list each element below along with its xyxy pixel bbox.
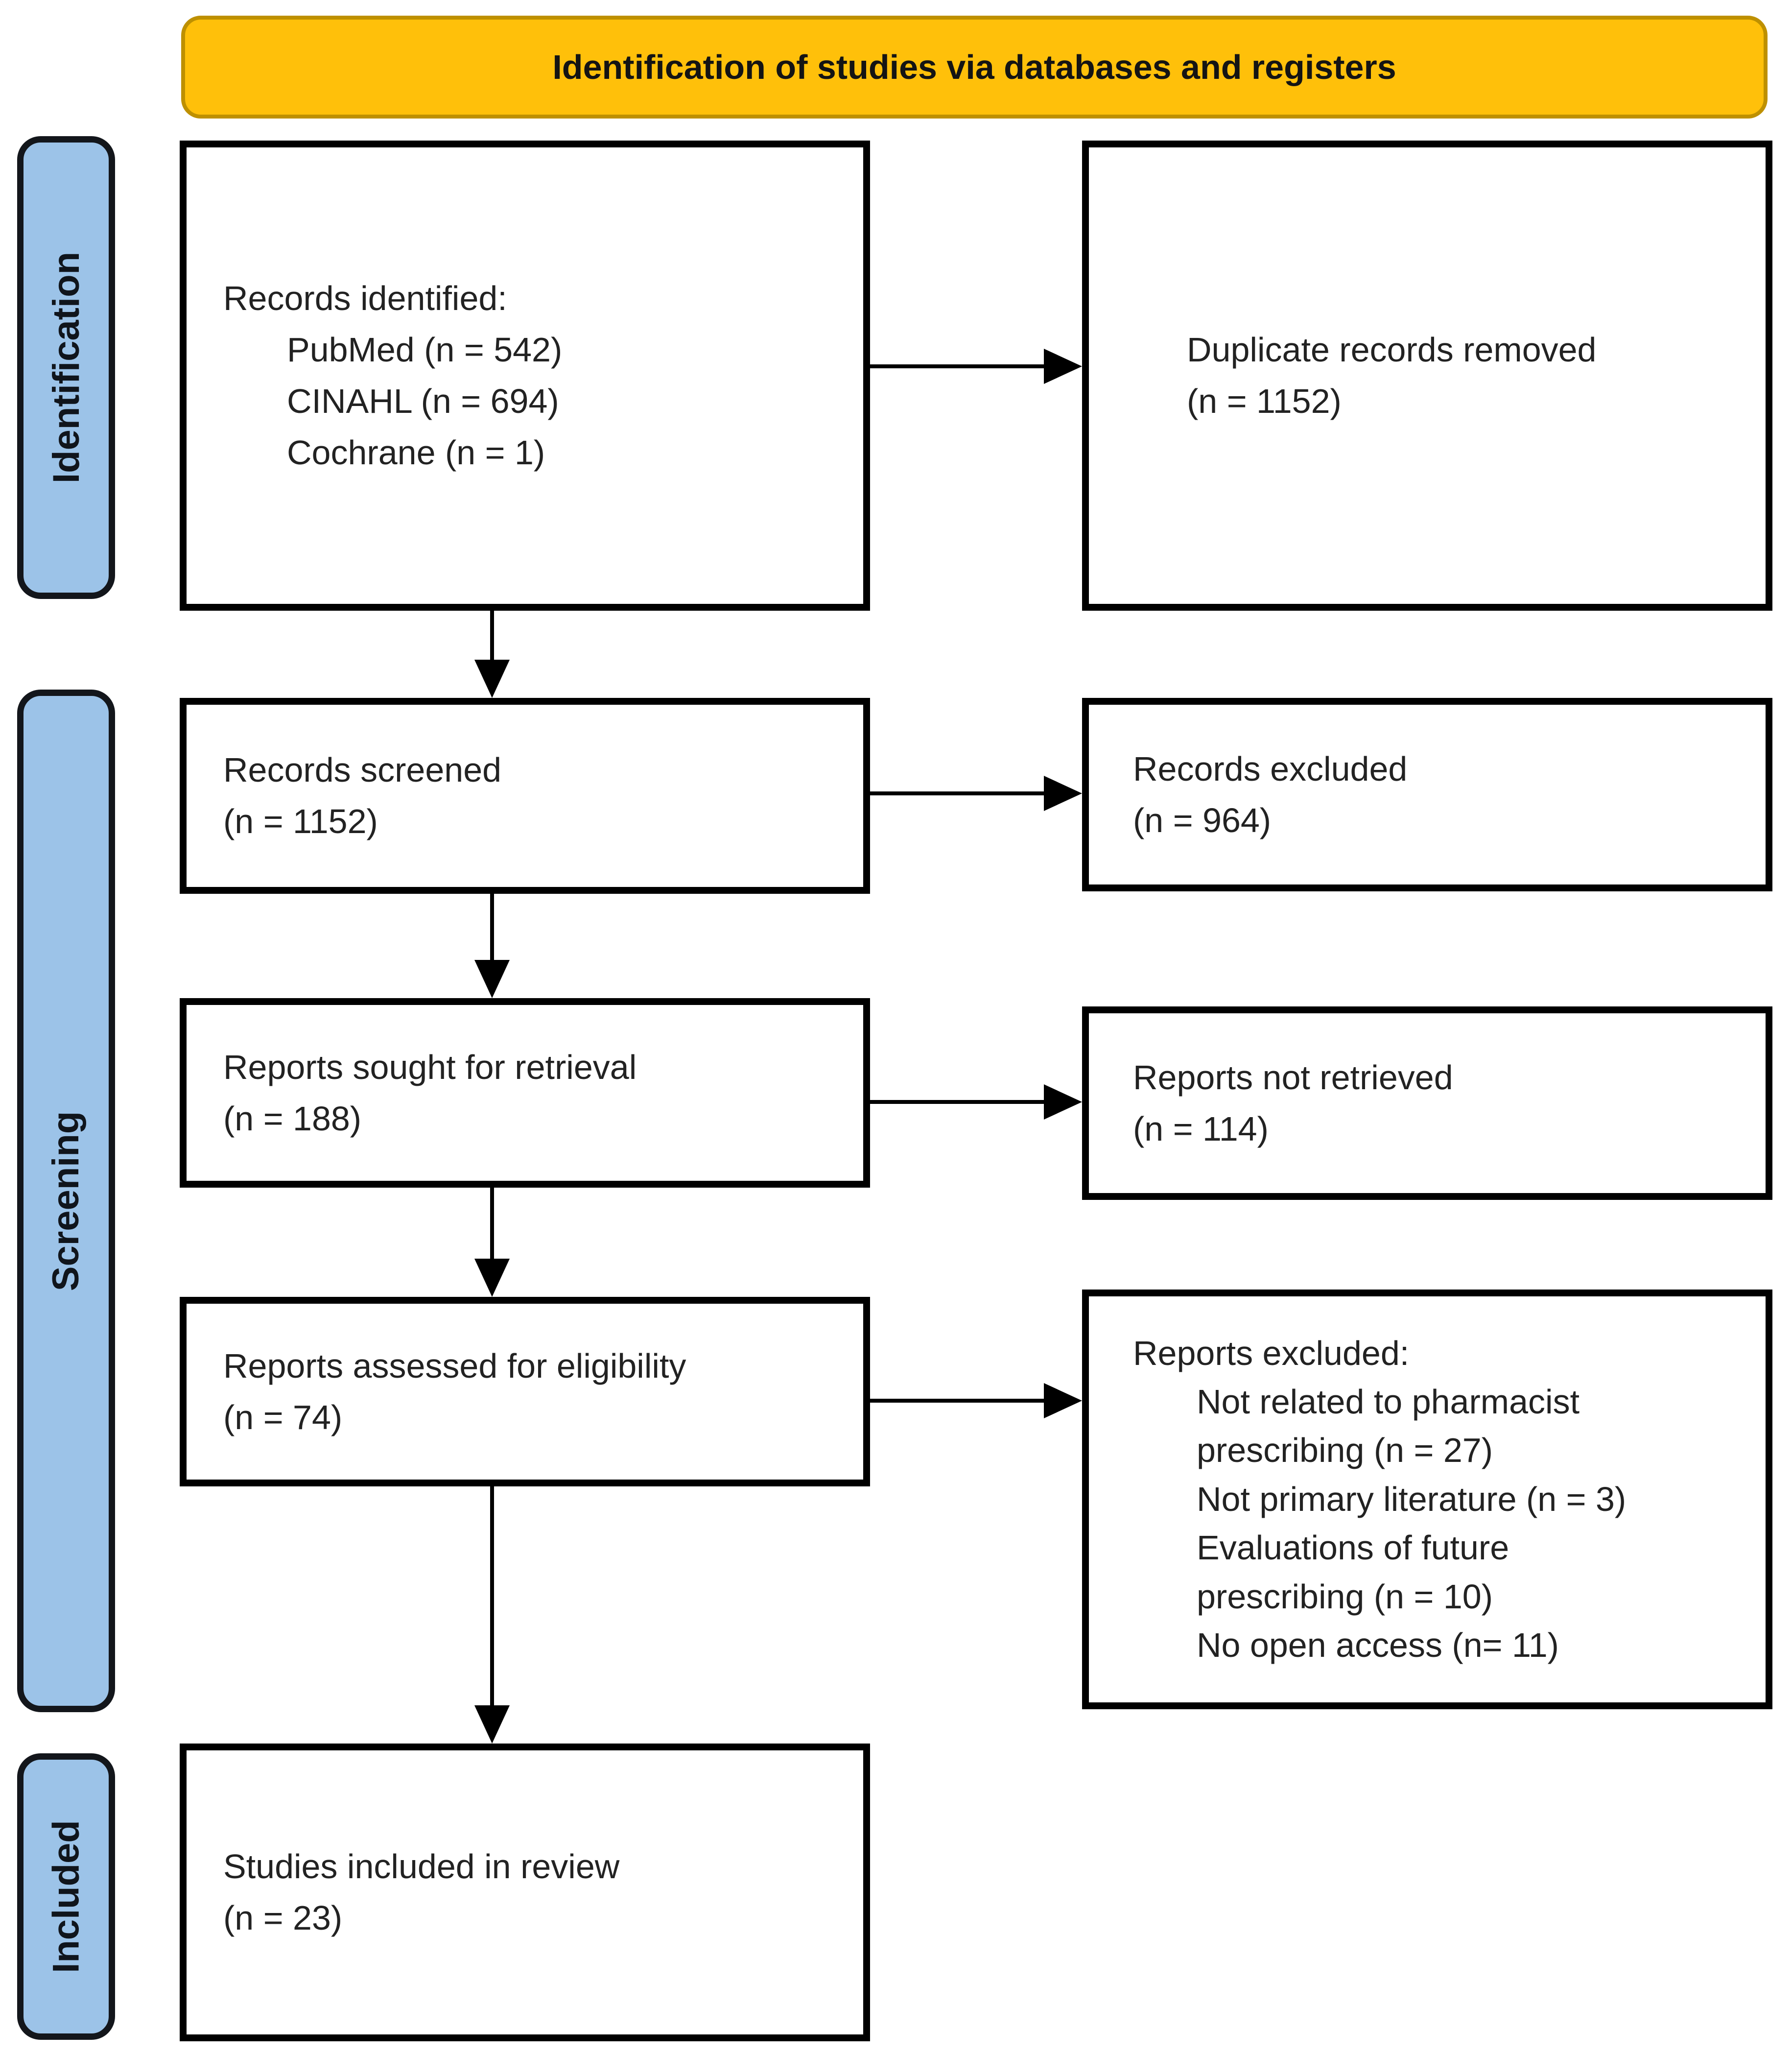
banner-title: Identification of studies via databases …	[552, 48, 1396, 86]
stage-included-band: Included	[17, 1753, 115, 2040]
records-identified-heading: Records identified:	[223, 279, 507, 317]
reports-assessed-count: (n = 74)	[223, 1398, 343, 1436]
arrow-identified-to-screened	[474, 611, 510, 698]
reports-not-retrieved-count: (n = 114)	[1133, 1109, 1269, 1148]
arrow-screened-to-sought	[474, 894, 510, 998]
arrow-shaft	[490, 611, 494, 660]
stage-identification-band: Identification	[17, 136, 115, 599]
banner-title-bar: Identification of studies via databases …	[181, 16, 1768, 119]
arrow-screened-to-excluded	[870, 776, 1082, 811]
stage-screening-label: Screening	[45, 1111, 87, 1291]
stage-identification-label: Identification	[45, 252, 87, 483]
arrow-shaft	[490, 894, 494, 960]
reports-excluded-heading: Reports excluded:	[1133, 1334, 1410, 1372]
studies-included-label: Studies included in review	[223, 1847, 620, 1886]
box-duplicates-removed: Duplicate records removed (n = 1152)	[1082, 141, 1772, 611]
reports-excluded-reason-3-line-2: prescribing (n = 10)	[1197, 1577, 1493, 1616]
arrow-shaft	[870, 364, 1044, 368]
records-screened-label: Records screened	[223, 751, 502, 789]
box-reports-not-retrieved: Reports not retrieved (n = 114)	[1082, 1006, 1772, 1200]
arrow-shaft	[490, 1486, 494, 1705]
reports-excluded-reason-1-line-2: prescribing (n = 27)	[1197, 1431, 1493, 1470]
studies-included-count: (n = 23)	[223, 1899, 343, 1937]
arrow-shaft	[490, 1188, 494, 1259]
reports-excluded-reason-4: No open access (n= 11)	[1197, 1625, 1559, 1664]
box-reports-assessed: Reports assessed for eligibility (n = 74…	[180, 1297, 870, 1486]
box-records-identified: Records identified: PubMed (n = 542) CIN…	[180, 141, 870, 611]
box-reports-excluded-reasons: Reports excluded: Not related to pharmac…	[1082, 1290, 1772, 1709]
box-studies-included: Studies included in review (n = 23)	[180, 1744, 870, 2041]
records-identified-item-cochrane: Cochrane (n = 1)	[287, 433, 545, 472]
arrow-identified-to-duplicates	[870, 349, 1082, 384]
duplicates-removed-label: Duplicate records removed	[1187, 331, 1597, 369]
arrow-assessed-to-excluded-reasons	[870, 1383, 1082, 1418]
arrow-right-head-icon	[1044, 1084, 1082, 1120]
arrow-right-head-icon	[1044, 1383, 1082, 1418]
records-identified-item-pubmed: PubMed (n = 542)	[287, 331, 563, 369]
arrow-right-head-icon	[1044, 349, 1082, 384]
records-screened-count: (n = 1152)	[223, 802, 378, 840]
reports-excluded-reason-2: Not primary literature (n = 3)	[1197, 1480, 1627, 1518]
reports-sought-label: Reports sought for retrieval	[223, 1048, 637, 1086]
reports-assessed-label: Reports assessed for eligibility	[223, 1346, 686, 1385]
stage-included-label: Included	[45, 1820, 87, 1973]
arrow-sought-to-assessed	[474, 1188, 510, 1297]
records-excluded-label: Records excluded	[1133, 749, 1408, 788]
arrow-right-head-icon	[1044, 776, 1082, 811]
records-identified-item-cinahl: CINAHL (n = 694)	[287, 382, 559, 420]
box-reports-sought: Reports sought for retrieval (n = 188)	[180, 998, 870, 1188]
box-records-excluded: Records excluded (n = 964)	[1082, 698, 1772, 891]
arrow-down-head-icon	[474, 660, 510, 698]
arrow-assessed-to-included	[474, 1486, 510, 1744]
arrow-shaft	[870, 1100, 1044, 1104]
reports-sought-count: (n = 188)	[223, 1099, 362, 1138]
arrow-down-head-icon	[474, 1259, 510, 1297]
records-excluded-count: (n = 964)	[1133, 801, 1272, 839]
reports-excluded-reason-1-line-1: Not related to pharmacist	[1197, 1383, 1580, 1421]
arrow-down-head-icon	[474, 1705, 510, 1744]
arrow-shaft	[870, 791, 1044, 795]
arrow-sought-to-not-retrieved	[870, 1084, 1082, 1120]
reports-excluded-reason-3-line-1: Evaluations of future	[1197, 1529, 1509, 1567]
arrow-down-head-icon	[474, 960, 510, 998]
reports-not-retrieved-label: Reports not retrieved	[1133, 1058, 1453, 1097]
stage-screening-band: Screening	[17, 690, 115, 1712]
arrow-shaft	[870, 1399, 1044, 1403]
duplicates-removed-count: (n = 1152)	[1187, 382, 1342, 420]
box-records-screened: Records screened (n = 1152)	[180, 698, 870, 894]
